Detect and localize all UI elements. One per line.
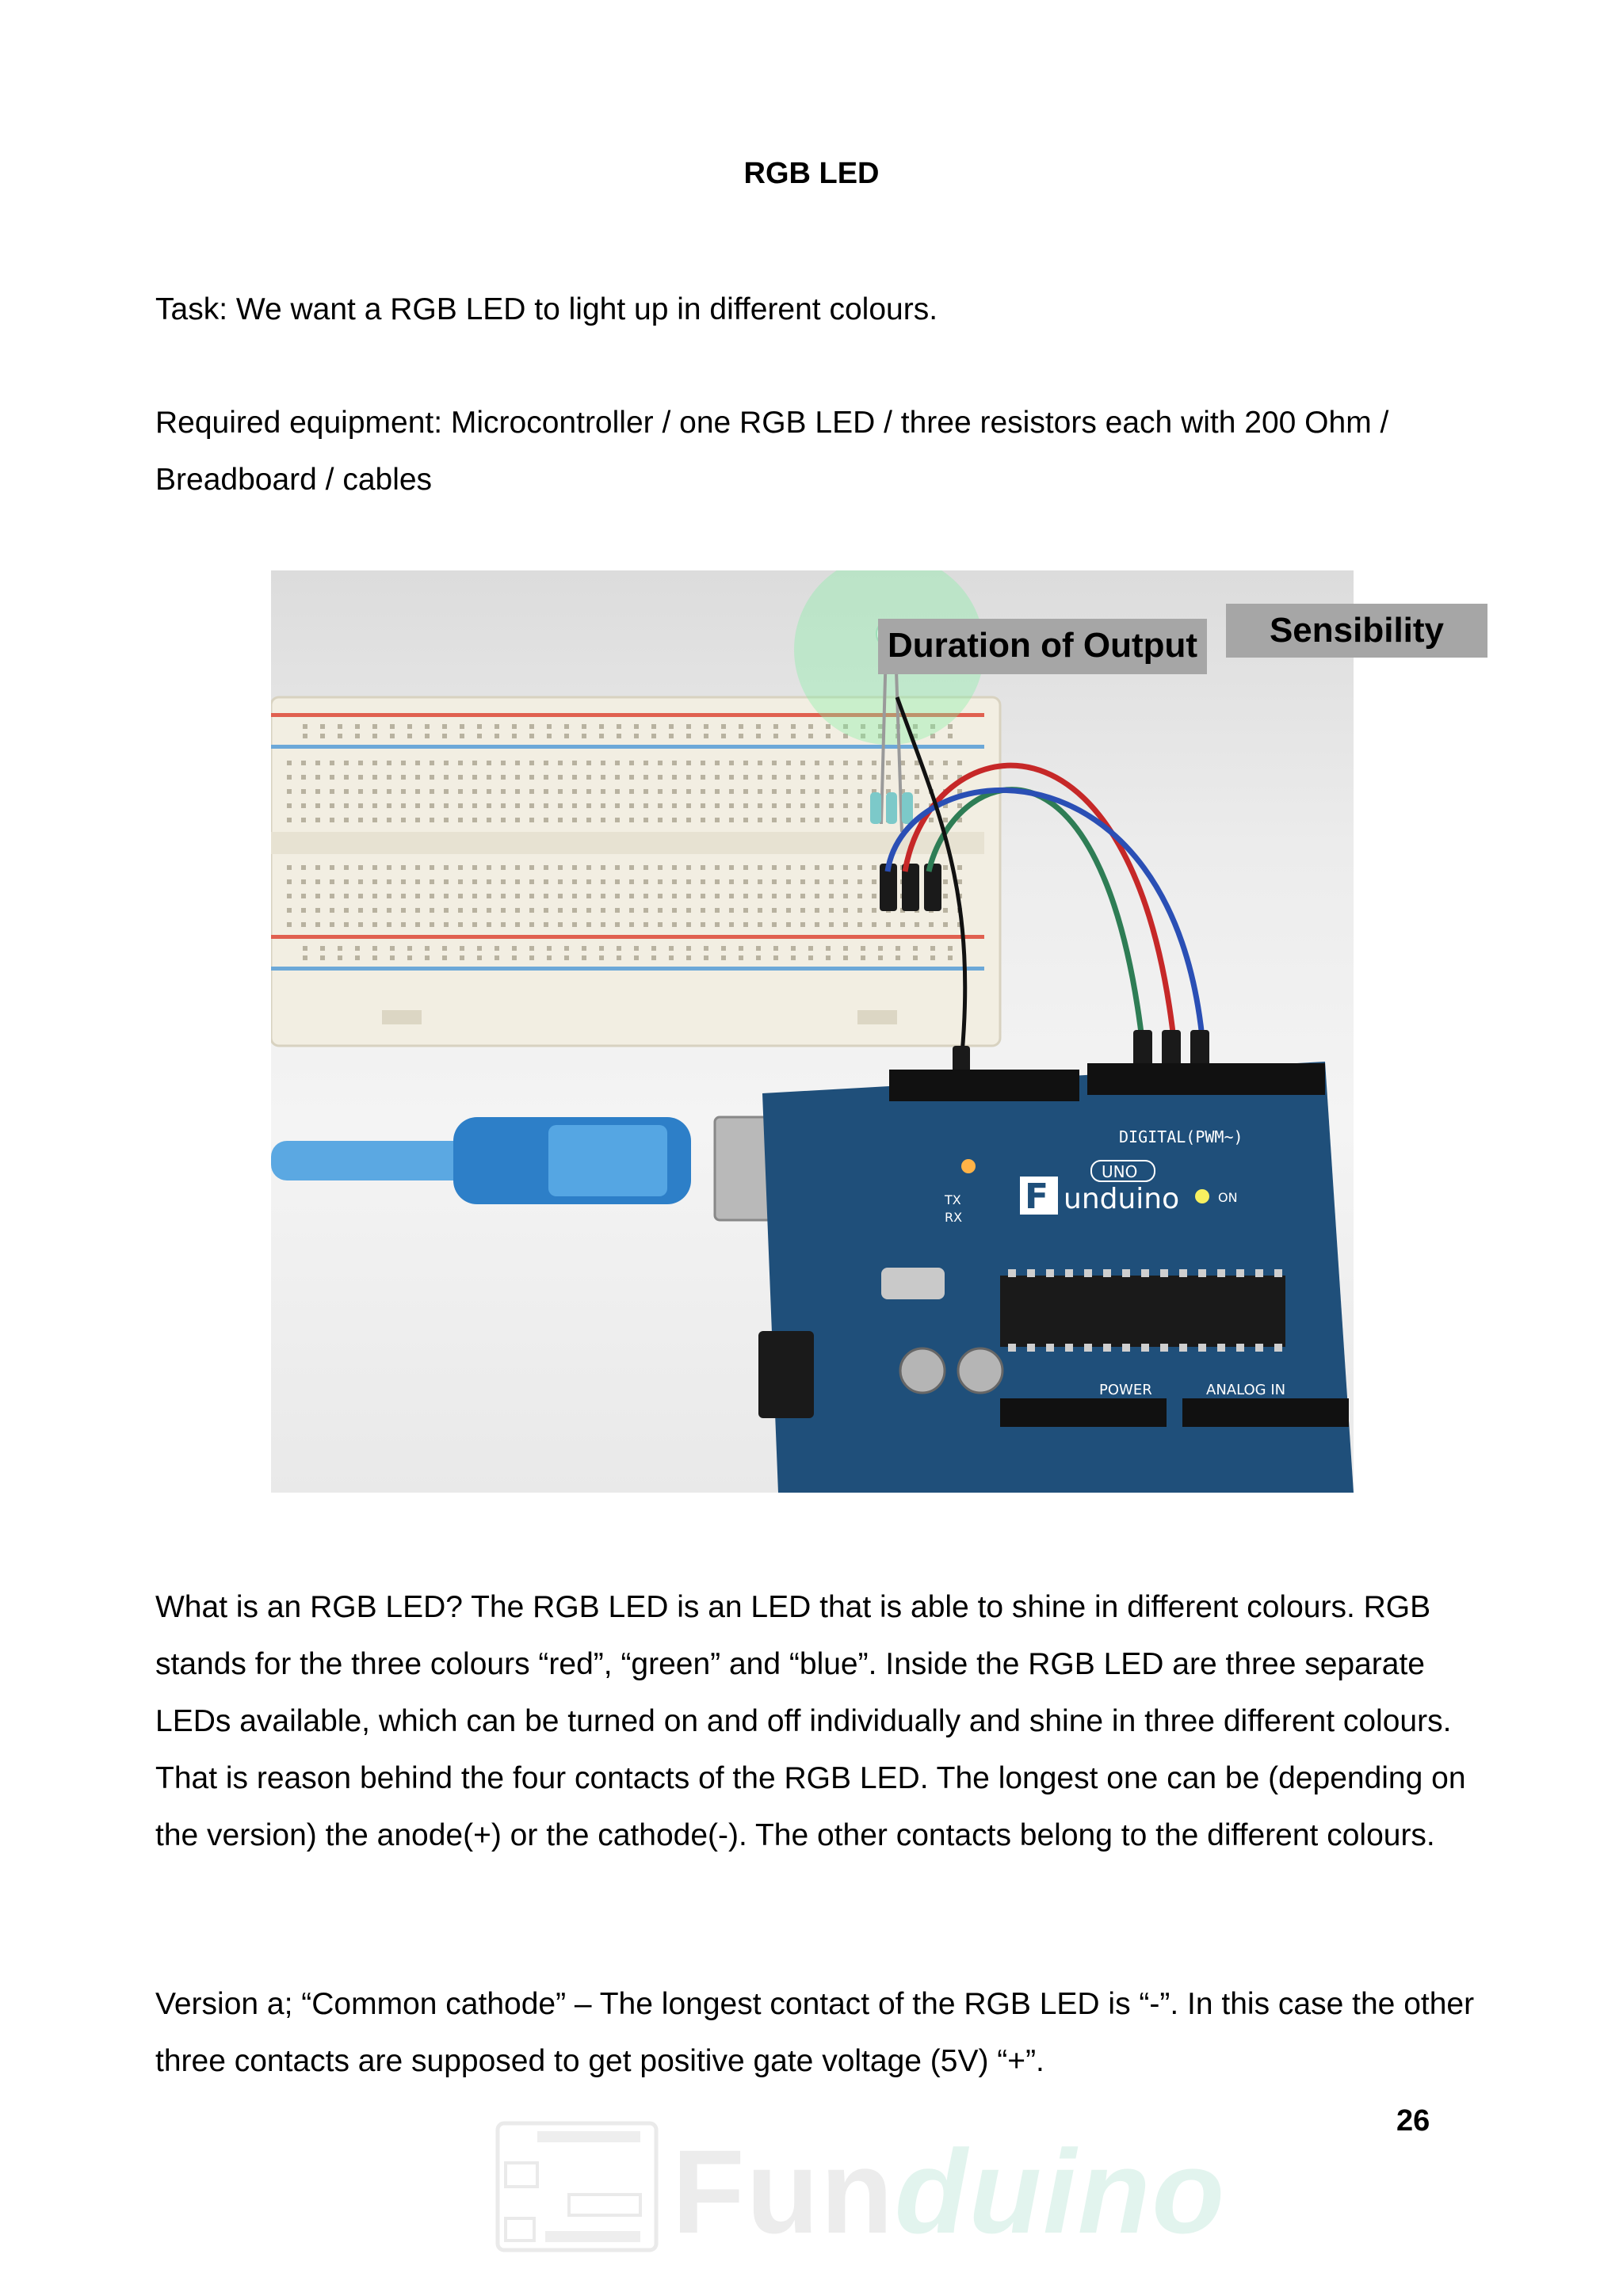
- equipment-paragraph: Required equipment: Microcontroller / on…: [155, 406, 1389, 497]
- what-is-rgb-paragraph: What is an RGB LED? The RGB LED is an LE…: [155, 1590, 1466, 1852]
- watermark-duino: duino: [894, 2125, 1227, 2258]
- arduino-board: DIGITAL(PWM~) F unduino UNO ON TX RX POW…: [758, 1062, 1354, 1493]
- board-outline-icon: [495, 2121, 659, 2252]
- version-a-paragraph: Version a; “Common cathode” – The longes…: [155, 1987, 1475, 2078]
- analog-label: ANALOG IN: [1206, 1382, 1285, 1398]
- task-paragraph: Task: We want a RGB LED to light up in d…: [155, 292, 938, 326]
- page-title: RGB LED: [743, 157, 880, 190]
- watermark-fun: Fun: [672, 2125, 895, 2258]
- usb-cable: [271, 1116, 843, 1222]
- arduino-rgb-photo: DIGITAL(PWM~) F unduino UNO ON TX RX POW…: [271, 570, 1354, 1493]
- funduino-watermark: Funduino: [490, 2115, 1224, 2258]
- power-label: POWER: [1099, 1382, 1152, 1398]
- black-wire: [895, 696, 968, 1055]
- sensibility-label: Sensibility: [1226, 604, 1487, 658]
- tx-label: TX: [944, 1192, 961, 1207]
- red-wire: [902, 762, 1178, 1047]
- blue-wire: [884, 787, 1206, 1047]
- resistors: [870, 792, 913, 824]
- board-brand: unduino: [1064, 1183, 1179, 1215]
- digital-header-label: DIGITAL(PWM~): [1119, 1127, 1243, 1146]
- svg-text:F: F: [1025, 1177, 1048, 1217]
- duration-of-output-label: Duration of Output: [878, 619, 1208, 674]
- breadboard: [271, 696, 1002, 1047]
- on-label: ON: [1218, 1190, 1238, 1205]
- rx-label: RX: [945, 1210, 962, 1225]
- page-number: 26: [1396, 2104, 1430, 2138]
- board-model: UNO: [1102, 1162, 1137, 1181]
